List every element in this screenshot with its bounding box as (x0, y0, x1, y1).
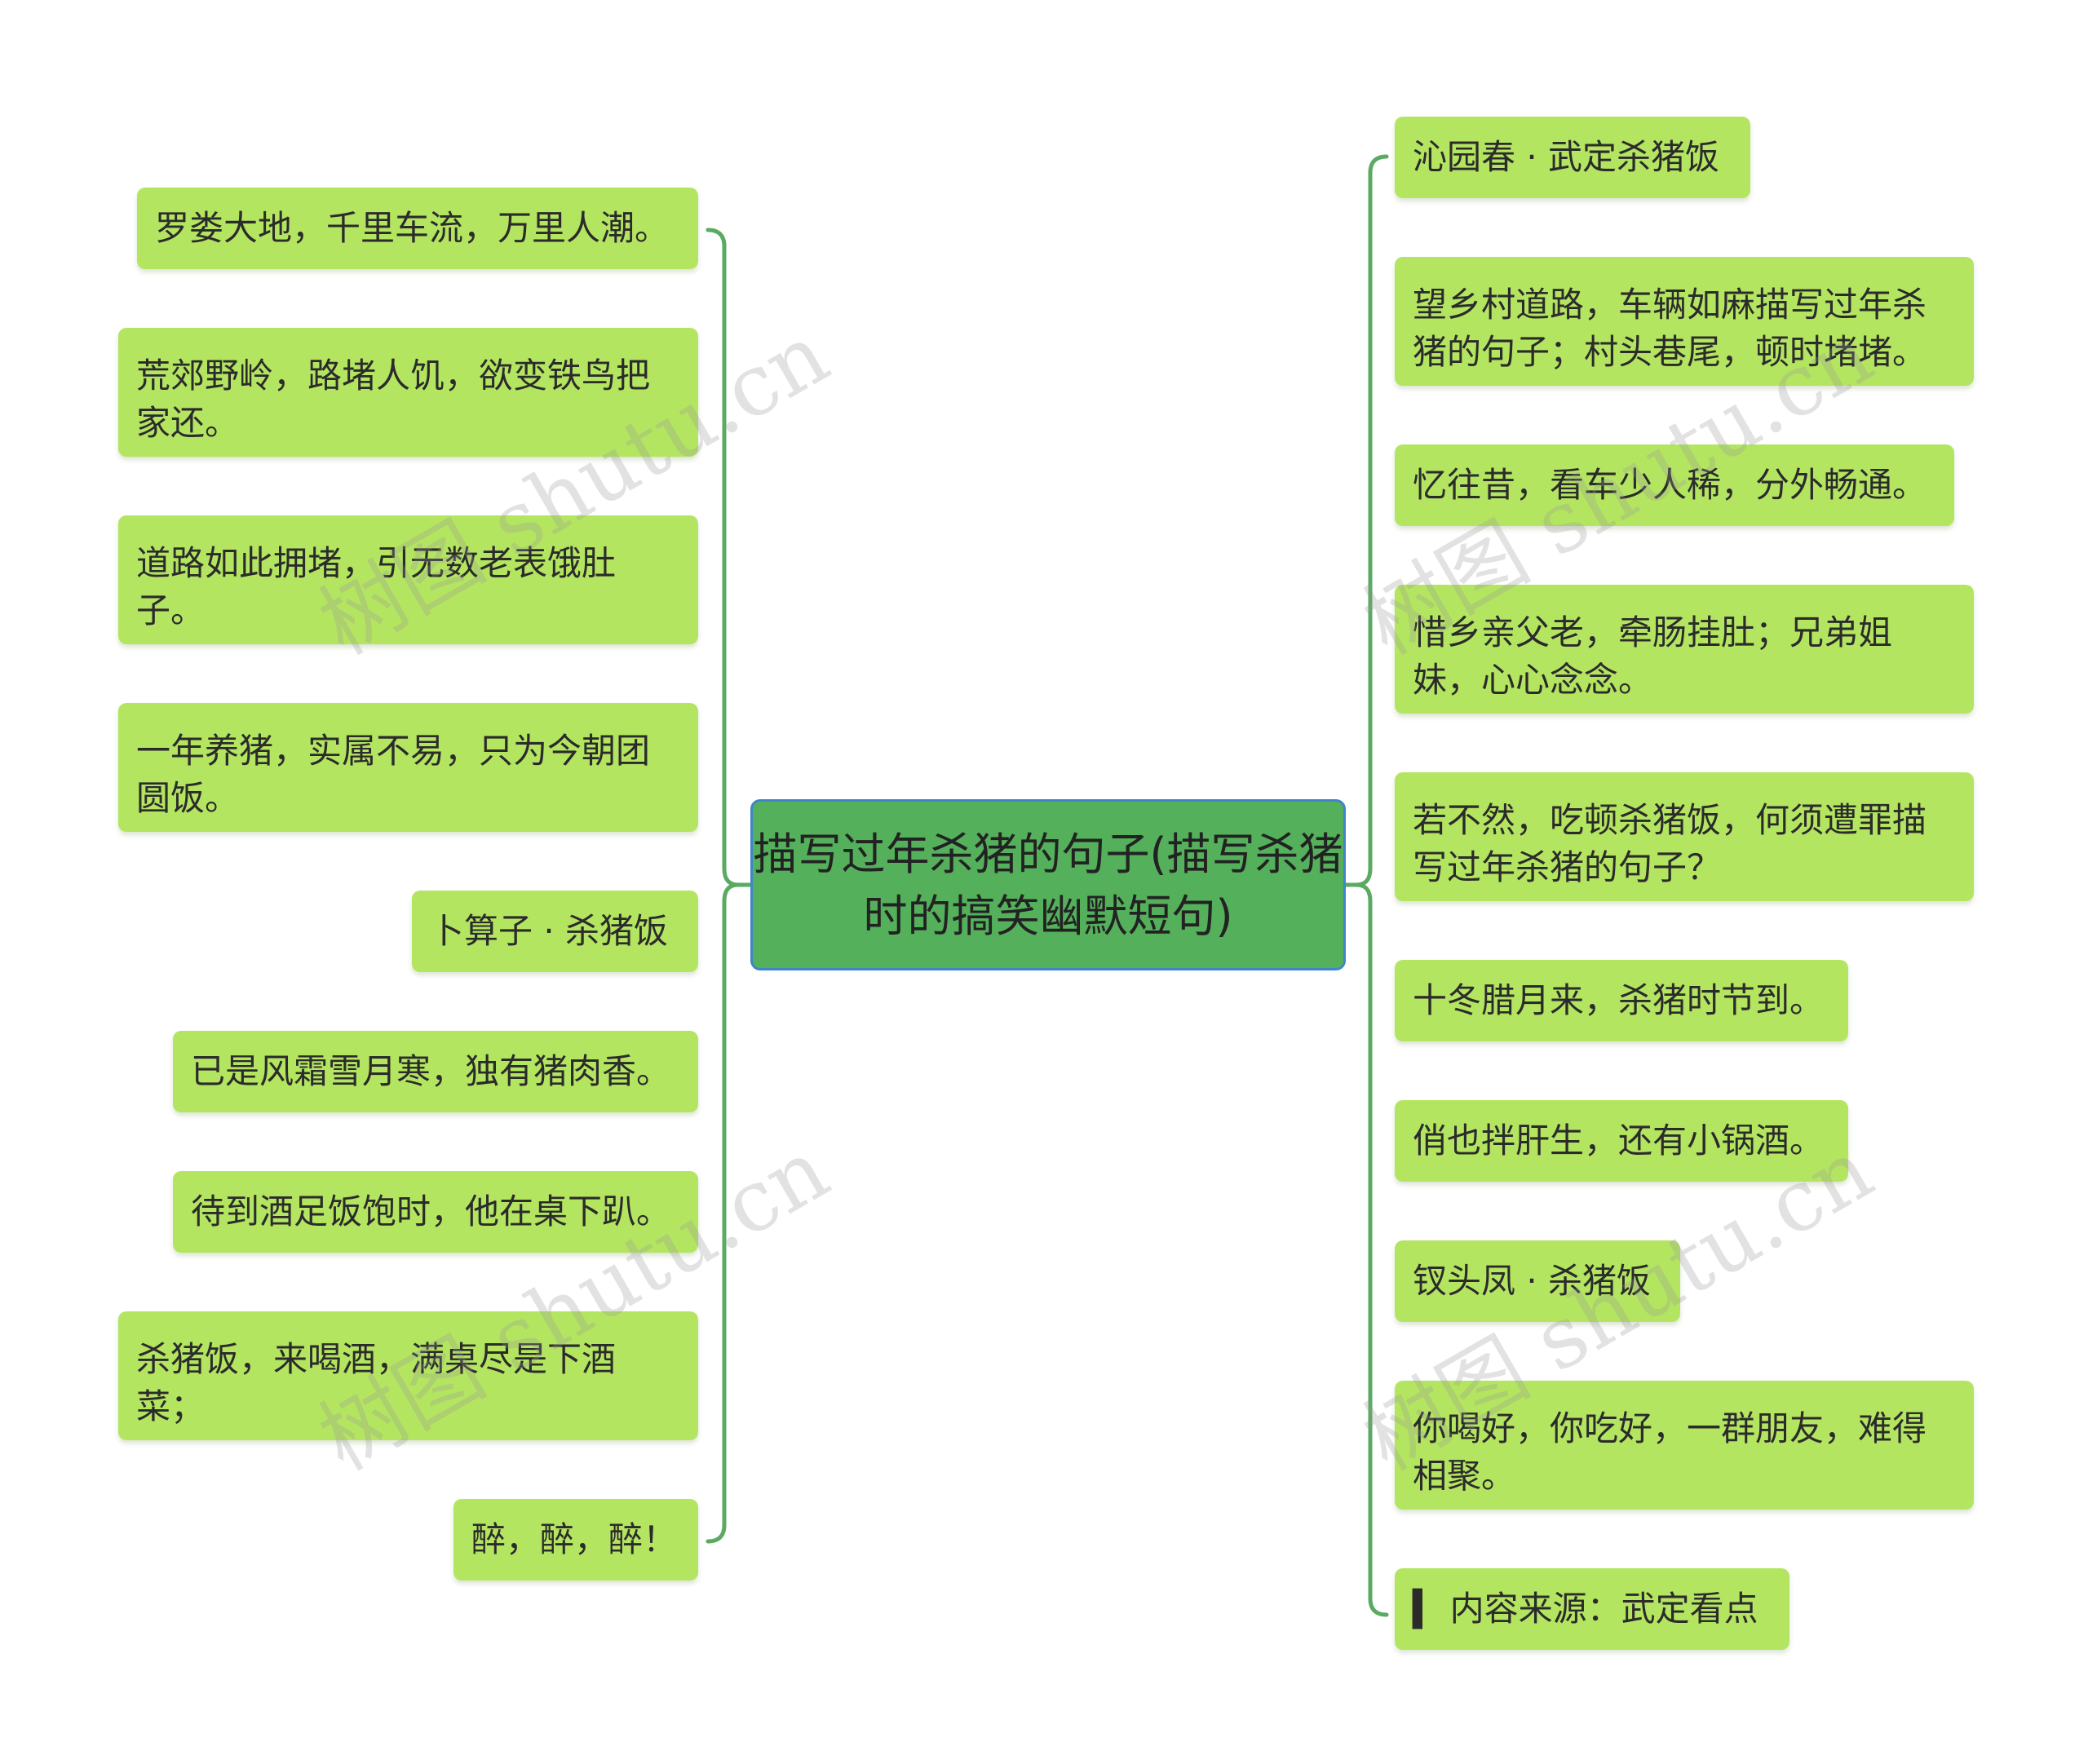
left-node-2[interactable]: 荒郊野岭，路堵人饥，欲变铁鸟把家还。 (118, 328, 698, 457)
right-node-3[interactable]: 忆往昔，看车少人稀，分外畅通。 (1395, 444, 1954, 526)
left-node-5[interactable]: 卜算子 · 杀猪饭 (412, 891, 698, 972)
left-node-1[interactable]: 罗娄大地，千里车流，万里人潮。 (137, 188, 698, 269)
right-node-1[interactable]: 沁园春 · 武定杀猪饭 (1395, 117, 1750, 198)
right-node-7[interactable]: 俏也拌肝生，还有小锅酒。 (1395, 1100, 1848, 1182)
left-bracket (706, 228, 739, 1544)
left-node-6[interactable]: 已是风霜雪月寒，独有猪肉香。 (173, 1031, 698, 1112)
right-node-6[interactable]: 十冬腊月来，杀猪时节到。 (1395, 960, 1848, 1041)
right-node-10[interactable]: ▍ 内容来源：武定看点 (1395, 1568, 1789, 1650)
right-bracket (1356, 154, 1389, 1617)
left-node-8[interactable]: 杀猪饭，来喝酒，满桌尽是下酒菜； (118, 1311, 698, 1440)
left-node-3[interactable]: 道路如此拥堵，引无数老表饿肚子。 (118, 515, 698, 644)
right-node-8[interactable]: 钗头凤 · 杀猪饭 (1395, 1240, 1680, 1322)
central-topic[interactable]: 描写过年杀猪的句子(描写杀猪时的搞笑幽默短句) (750, 799, 1346, 970)
left-node-7[interactable]: 待到酒足饭饱时，他在桌下趴。 (173, 1171, 698, 1253)
right-node-2[interactable]: 望乡村道路，车辆如麻描写过年杀猪的句子；村头巷尾，顿时堵堵。 (1395, 257, 1974, 386)
right-node-4[interactable]: 惜乡亲父老，牵肠挂肚；兄弟姐妹，心心念念。 (1395, 585, 1974, 714)
right-node-9[interactable]: 你喝好，你吃好，一群朋友，难得相聚。 (1395, 1381, 1974, 1510)
left-node-9[interactable]: 醉，醉，醉！ (453, 1499, 698, 1581)
left-node-4[interactable]: 一年养猪，实属不易，只为今朝团圆饭。 (118, 703, 698, 832)
right-node-5[interactable]: 若不然，吃顿杀猪饭，何须遭罪描写过年杀猪的句子？ (1395, 772, 1974, 901)
